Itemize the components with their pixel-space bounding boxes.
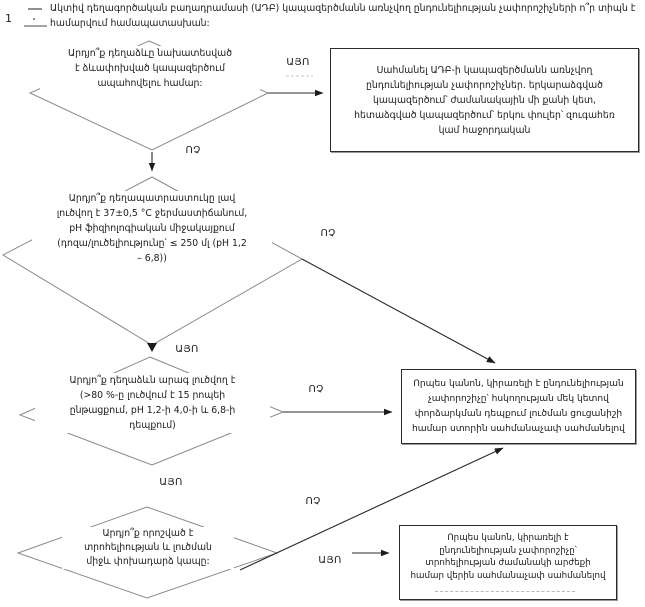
label-no-1: ՈՉ	[184, 145, 202, 156]
faded-text-artifact	[435, 591, 575, 592]
outcome-box-3: Որպես կանոն, կիրառելի է ընդունելիության …	[399, 525, 617, 600]
outcome-1-text: Սահմանել ԱԴԲ-ի կապազերծմանն առնչվող ընդո…	[354, 64, 615, 136]
decision-2-text: Արդյո՞ք դեղապատրաստուկը լավ լուծվող է 37…	[32, 191, 272, 266]
label-yes-3: ԱՅՈ	[158, 477, 184, 488]
icon-bottom-bar	[24, 25, 47, 27]
decision-4-text: Արդյո՞ք որոշված է տրոհելիության և լուծմա…	[62, 527, 234, 569]
icon-top-bar	[28, 8, 42, 10]
label-no-3: ՈՉ	[307, 384, 325, 395]
list-marker-icon	[24, 6, 48, 28]
label-yes-4: ԱՅՈ	[317, 555, 343, 566]
icon-dot	[33, 18, 35, 20]
label-no-2: ՈՉ	[319, 228, 337, 239]
figure-question: Ակտիվ դեղագործական բաղադրամասի (ԱԴԲ) կապ…	[50, 3, 636, 29]
arrow-no-to-box-2	[301, 258, 496, 364]
figure-number: 1	[5, 12, 12, 25]
arrow-no-to-box-2-from-decision-4	[239, 447, 504, 571]
outcome-2-text: Որպես կանոն, կիրառելի է ընդունելիության …	[412, 378, 625, 434]
outcome-box-2: Որպես կանոն, կիրառելի է ընդունելիության …	[401, 369, 636, 444]
outcome-box-1: Սահմանել ԱԴԲ-ի կապազերծմանն առնչվող ընդո…	[330, 48, 639, 152]
outcome-3-text: Որպես կանոն, կիրառելի է ընդունելիության …	[410, 533, 606, 581]
decision-3-text: Արդյո՞ք դեղաձևն արագ լուծվող է (>80 %-ը …	[35, 373, 270, 433]
decision-1-text: Արդյո՞ք դեղաձևը նախատեսված է ձևափոխված կ…	[40, 46, 260, 91]
label-no-4: ՈՉ	[304, 496, 322, 507]
label-yes-2: ԱՅՈ	[174, 344, 200, 355]
label-yes-1: ԱՅՈ	[285, 57, 311, 68]
arrow-yes-to-decision-3	[147, 343, 157, 352]
